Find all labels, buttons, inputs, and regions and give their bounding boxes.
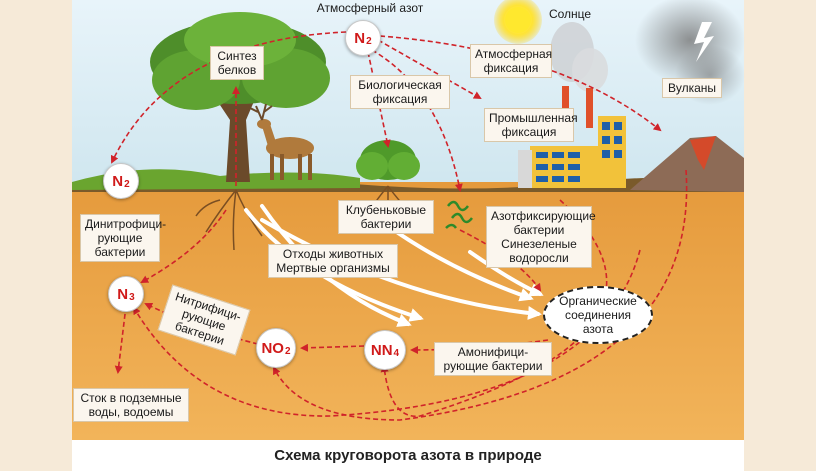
n3-base: N (117, 285, 129, 303)
lava (690, 136, 716, 170)
red-flow-arrows (110, 31, 688, 421)
bacteria-icon (445, 200, 473, 229)
no2-base: NO (261, 339, 284, 357)
factory-icon (518, 86, 626, 188)
sun-label: Солнце (548, 7, 592, 21)
industrial-fixation-label: Промышленная фиксация (484, 108, 578, 142)
volcano-icon (630, 136, 744, 192)
n2-top-sub: 2 (366, 35, 372, 47)
runoff-label: Сток в подземные воды, водоемы (73, 388, 189, 422)
sun-disc (505, 7, 531, 33)
deer-icon (249, 103, 314, 180)
n2-top-base: N (354, 29, 366, 47)
grass (72, 169, 360, 190)
ammonifying-bacteria-label: Амонифици- рующие бактерии (434, 342, 552, 376)
animal-waste-label: Отходы животных Мертвые организмы (268, 244, 398, 278)
protein-synthesis-label: Синтез белков (210, 46, 264, 80)
nn4-sub: 4 (393, 347, 400, 359)
lightning-icon (694, 22, 714, 62)
no2-sub: 2 (284, 345, 291, 357)
diagram-caption: Схема круговорота азота в природе (72, 440, 744, 471)
nitrogen-fixing-bacteria-label: Азотфиксирующие бактерии Синезеленые вод… (486, 206, 596, 268)
denitrifying-bacteria-label: Динитрофици- рующие бактерии (80, 214, 166, 262)
atmospheric-fixation-label: Атмосферная фиксация (470, 44, 552, 78)
nn4-base: NN (370, 341, 393, 359)
n2-left-base: N (112, 172, 124, 190)
n3-sub: 3 (129, 291, 135, 303)
volcanoes-label: Вулканы (662, 78, 722, 98)
biological-fixation-label: Биологическая фиксация (350, 75, 450, 109)
atmospheric-nitrogen-label: Атмосферный азот (316, 1, 424, 15)
organic-compounds-oval: Органические соединения азота (543, 286, 653, 344)
nodule-bacteria-label: Клубеньковые бактерии (338, 200, 434, 234)
bush-icon (356, 140, 420, 180)
n2-left-sub: 2 (124, 178, 130, 190)
factory-smoke-2 (572, 48, 608, 92)
